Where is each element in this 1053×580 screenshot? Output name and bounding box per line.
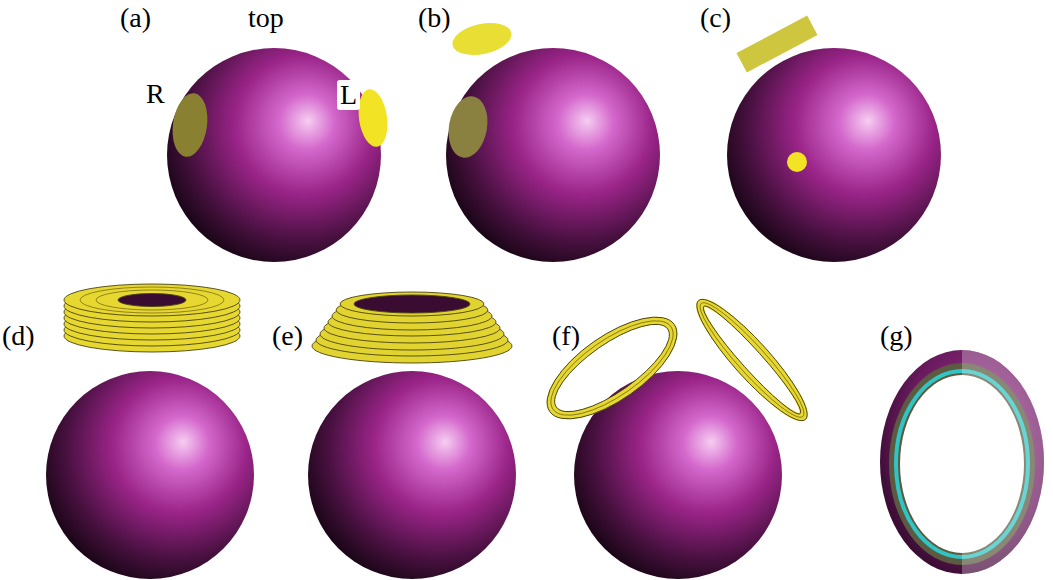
side-label: L — [337, 80, 360, 110]
sphere-b — [444, 18, 660, 262]
panel-label: (d) — [2, 322, 35, 350]
sphere-e — [308, 292, 516, 579]
panel-label: (f) — [552, 322, 580, 350]
panel-label: (b) — [418, 4, 451, 32]
sphere-c — [727, 16, 941, 262]
panel-label: (e) — [272, 322, 303, 350]
orientation-label: top — [248, 4, 284, 32]
sphere-f — [531, 289, 819, 579]
panel-label: (c) — [700, 4, 731, 32]
cross-section-g — [880, 340, 1052, 580]
sphere-a — [167, 48, 391, 262]
sphere-d — [46, 284, 254, 579]
panel-label: (a) — [120, 4, 151, 32]
panel-label: (g) — [880, 322, 913, 350]
side-label: R — [146, 80, 165, 108]
